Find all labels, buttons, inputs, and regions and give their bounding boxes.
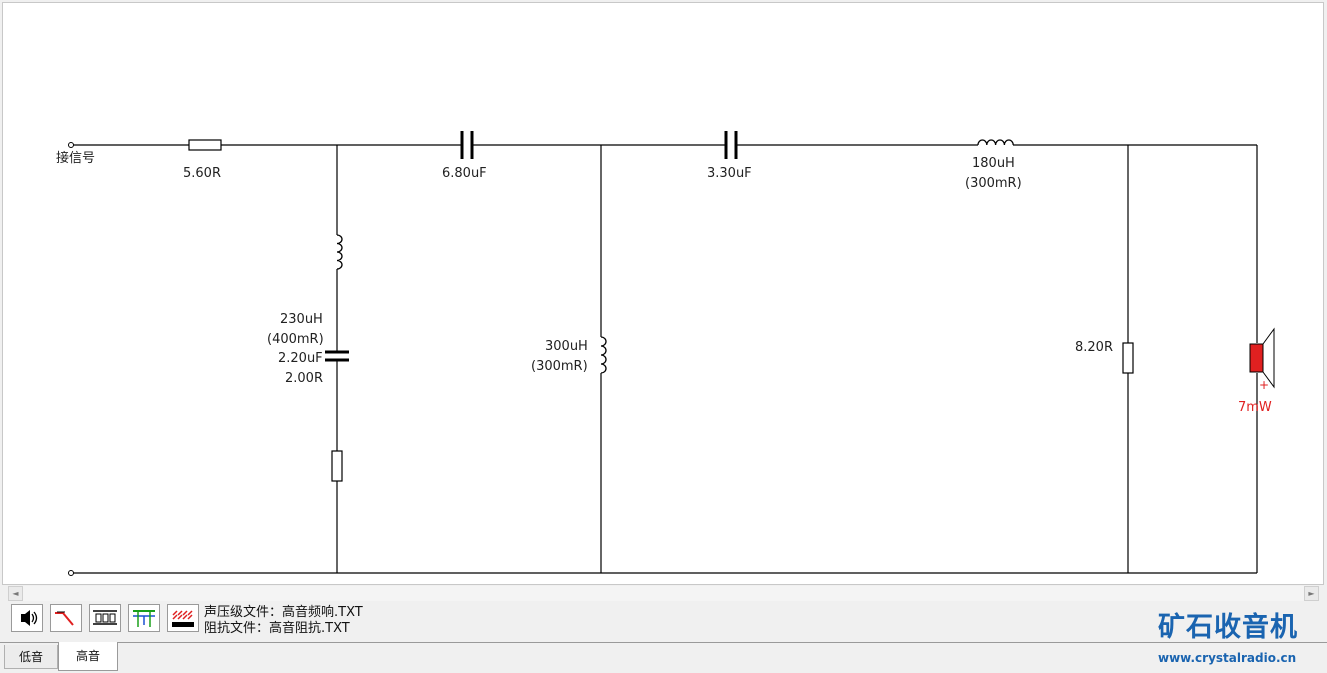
inductor-notch-resistance: (400mR) — [267, 332, 324, 347]
capacitor-c2 — [724, 131, 738, 159]
inductor-shunt-value: 300uH — [545, 339, 588, 354]
driver-params-icon — [93, 610, 117, 625]
speaker-icon — [21, 610, 38, 626]
capacitor-notch-label: 2.20uF — [278, 351, 323, 366]
filter-button[interactable] — [128, 604, 160, 632]
resistor-notch-label: 2.00R — [285, 371, 323, 386]
crossover-schematic — [68, 131, 1275, 576]
input-terminal-top — [68, 142, 74, 148]
driver-params-button[interactable] — [89, 604, 121, 632]
watermark-name: 矿石收音机 — [1158, 612, 1298, 643]
speaker-polarity: + — [1259, 378, 1270, 392]
tab-tweeter[interactable]: 高音 — [58, 642, 118, 671]
input-terminal-bottom — [68, 570, 74, 576]
inductor-notch-value: 230uH — [280, 312, 323, 327]
capacitor-notch — [325, 350, 349, 362]
resistor-notch — [331, 450, 343, 482]
resistor-series — [188, 139, 222, 151]
input-signal-label: 接信号 — [56, 151, 96, 166]
speaker-icon — [1249, 327, 1275, 389]
capacitor-c1-label: 6.80uF — [442, 166, 487, 181]
inductor-series — [977, 139, 1014, 146]
capacitor-c2-label: 3.30uF — [707, 166, 752, 181]
spl-file-label: 声压级文件：高音频响.TXT — [204, 605, 363, 620]
tab-bar-divider — [0, 642, 1327, 643]
impedance-icon — [172, 610, 194, 627]
inductor-shunt-resistance: (300mR) — [531, 359, 588, 374]
response-curve-button[interactable] — [50, 604, 82, 632]
scroll-left-button[interactable]: ◄ — [8, 586, 23, 601]
impedance-file-label: 阻抗文件：高音阻抗.TXT — [204, 621, 350, 636]
schematic-canvas[interactable]: 接信号 5.60R 6.80uF 3.30uF 180uH (300mR) 23… — [2, 2, 1324, 585]
resistor-load-label: 8.20R — [1075, 340, 1113, 355]
inductor-shunt — [600, 336, 607, 374]
tab-woofer[interactable]: 低音 — [4, 645, 58, 669]
watermark-url: www.crystalradio.cn — [1158, 651, 1297, 665]
inductor-series-value: 180uH — [972, 156, 1015, 171]
inductor-notch — [336, 234, 343, 270]
speaker-button[interactable] — [11, 604, 43, 632]
watermark: 矿石收音机 www.crystalradio.cn — [1158, 612, 1323, 666]
capacitor-c1 — [460, 131, 474, 159]
inductor-series-resistance: (300mR) — [965, 176, 1022, 191]
impedance-button[interactable] — [167, 604, 199, 632]
scroll-right-button[interactable]: ► — [1304, 586, 1319, 601]
resistor-load — [1122, 342, 1134, 374]
tab-bar: 低音 高音 — [0, 642, 1327, 673]
horizontal-scrollbar[interactable]: ◄ ► — [8, 586, 1319, 601]
filter-icon — [133, 610, 155, 627]
resistor-series-label: 5.60R — [183, 166, 221, 181]
response-curve-icon — [55, 611, 74, 626]
speaker-power-label: 7mW — [1238, 400, 1272, 415]
